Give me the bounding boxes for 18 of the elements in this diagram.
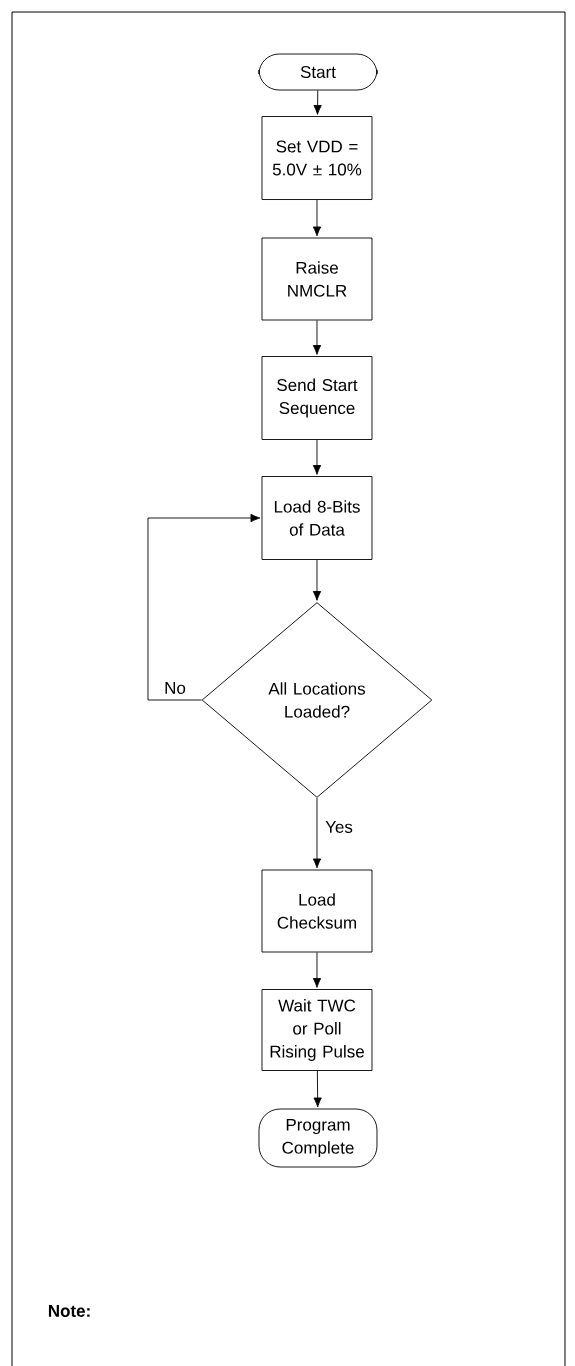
process-box: Set VDD = 5.0V ± 10% <box>261 116 373 200</box>
arrow <box>313 1070 322 1108</box>
arrow <box>313 90 322 115</box>
arrow <box>312 559 322 601</box>
process-box: Load Checksum <box>261 869 373 953</box>
arrow <box>312 952 322 988</box>
note-label: Note: <box>48 1305 90 1317</box>
edge-label: Yes <box>324 820 354 834</box>
arrow <box>312 199 322 237</box>
arrow <box>312 439 322 475</box>
process-box: Wait TWC or Poll Rising Pulse <box>261 989 373 1071</box>
process-box: Raise NMCLR <box>261 237 373 321</box>
arrow <box>147 513 261 701</box>
edge-label: No <box>163 681 187 695</box>
process-box: Send Start Sequence <box>261 356 373 440</box>
arrow <box>312 797 322 869</box>
arrow <box>312 320 322 355</box>
process-box: Load 8-Bits of Data <box>261 476 373 560</box>
